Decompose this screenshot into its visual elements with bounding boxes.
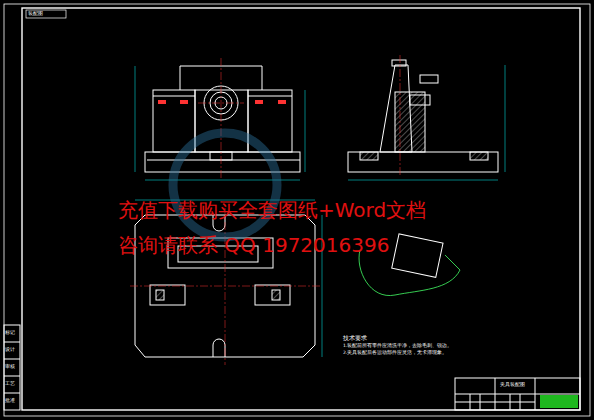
sheet-cell: 标记	[5, 330, 15, 336]
note-line: 1.装配前所有零件应清洗干净，去除毛刺、锐边。	[343, 344, 452, 349]
small-tag: 装配图	[28, 11, 43, 17]
watermark: 咨询请联系 QQ 1972016396	[118, 234, 389, 256]
note-line: 2.夹具装配后各运动部件应灵活，无卡滞现象。	[343, 351, 447, 356]
note-heading: 技术要求	[343, 335, 367, 342]
sheet-cell: 批准	[5, 398, 15, 404]
title-cell: 夹具装配图	[500, 382, 525, 388]
watermark: 充值下载购买全套图纸+Word文档	[118, 199, 426, 221]
sheet-cell: 工艺	[5, 381, 15, 387]
sheet-cell: 设计	[5, 347, 15, 353]
sheet-cell: 审核	[5, 364, 15, 370]
